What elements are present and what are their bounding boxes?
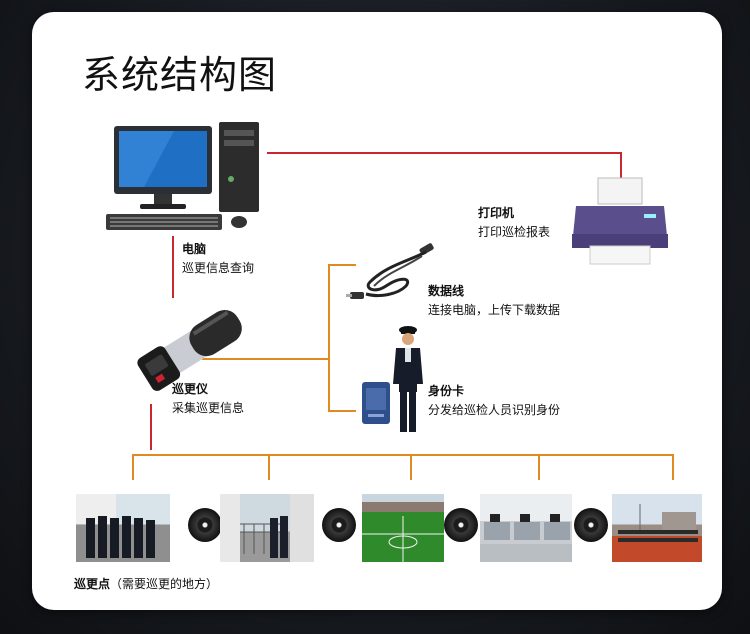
computer-icon <box>106 122 259 230</box>
checkpoint-tag-4 <box>574 508 608 542</box>
bracket-top <box>328 264 356 266</box>
patrol-device-name: 巡更仪 <box>172 382 209 396</box>
checkpoint-bus <box>132 454 674 456</box>
cable-desc: 连接电脑，上传下载数据 <box>428 303 561 317</box>
printer-label: 打印机 打印巡检报表 <box>478 204 550 242</box>
connector-computer-device <box>172 236 174 298</box>
checkpoints-label: 巡更点（需要巡更的地方） <box>74 575 218 592</box>
security-guard-icon <box>393 326 423 432</box>
bus-drop-2 <box>268 454 270 480</box>
id-card-label: 身份卡 分发给巡检人员识别身份 <box>428 382 560 420</box>
checkpoint-photo-field <box>362 494 444 562</box>
bus-drop-4 <box>538 454 540 480</box>
patrol-device-desc: 采集巡更信息 <box>172 401 245 415</box>
patrol-device-icon <box>137 310 242 391</box>
diagram-card: 系统结构图 电脑 巡更信息查询 打印机 打印巡检报表 <box>32 12 722 610</box>
bracket-bottom <box>328 410 356 412</box>
printer-icon <box>572 177 668 265</box>
usb-cable-icon <box>346 243 434 299</box>
patrol-device-label: 巡更仪 采集巡更信息 <box>172 380 244 418</box>
printer-desc: 打印巡检报表 <box>478 225 551 239</box>
checkpoint-photo-office <box>480 494 572 562</box>
checkpoint-photo-campus <box>612 494 702 562</box>
bus-drop-1 <box>132 454 134 480</box>
bus-drop-5 <box>672 454 674 480</box>
printer-name: 打印机 <box>478 206 515 220</box>
computer-desc: 巡更信息查询 <box>182 261 255 275</box>
cable-name: 数据线 <box>428 284 465 298</box>
connector-printer-drop <box>620 152 622 180</box>
id-card-icon <box>362 382 390 424</box>
computer-label: 电脑 巡更信息查询 <box>182 240 254 278</box>
computer-name: 电脑 <box>182 242 207 256</box>
bracket-vertical <box>328 264 330 412</box>
diagram-title: 系统结构图 <box>82 53 278 97</box>
checkpoint-tag-2 <box>322 508 356 542</box>
connector-computer-printer <box>267 152 621 154</box>
connector-device-bracket <box>202 358 330 360</box>
checkpoint-photo-gate <box>220 494 314 562</box>
checkpoint-photo-guards <box>76 494 170 562</box>
bus-drop-3 <box>410 454 412 480</box>
checkpoints-note: （需要巡更的地方） <box>110 577 219 591</box>
checkpoint-tag-3 <box>444 508 478 542</box>
id-card-name: 身份卡 <box>428 384 465 398</box>
id-card-desc: 分发给巡检人员识别身份 <box>428 403 561 417</box>
connector-device-bus <box>150 404 152 450</box>
checkpoints-name: 巡更点 <box>74 577 111 591</box>
cable-label: 数据线 连接电脑，上传下载数据 <box>428 282 560 320</box>
checkpoint-tag-1 <box>188 508 222 542</box>
